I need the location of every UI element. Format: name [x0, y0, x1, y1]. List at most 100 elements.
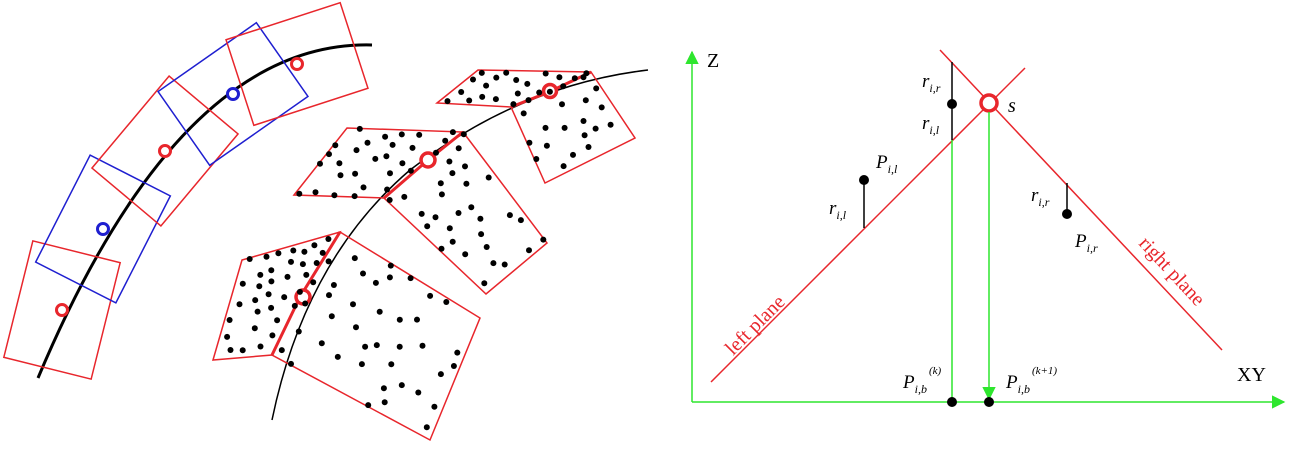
point-p-ir	[1062, 209, 1072, 219]
cloud-point-35	[376, 308, 383, 315]
intersection-point	[979, 93, 999, 113]
point-s-label: s	[1008, 95, 1016, 117]
patch-middle-center	[419, 151, 437, 169]
cloud-point-61	[358, 361, 365, 368]
cloud-point-6	[281, 294, 288, 301]
cloud-point-30	[269, 332, 276, 339]
cloud-point-31	[268, 267, 275, 274]
cloud-point-139	[458, 89, 465, 95]
right-panel: Z XY left plane right plane s ri,r ri,l …	[685, 49, 1286, 409]
cloud-point-22	[226, 317, 233, 323]
left-box-blue-1	[34, 154, 172, 304]
cloud-point-42	[387, 262, 394, 269]
cloud-point-117	[418, 210, 425, 217]
cloud-point-166	[593, 85, 600, 92]
cloud-point-49	[360, 270, 366, 277]
label-r-ir-top: ri,r	[922, 71, 941, 95]
cloud-point-104	[478, 231, 485, 238]
cloud-point-23	[239, 280, 246, 287]
node-blue-1	[96, 222, 110, 236]
cloud-point-47	[353, 324, 359, 331]
cloud-point-102	[490, 260, 497, 267]
cloud-point-33	[268, 278, 275, 285]
xy-axis-label: XY	[1237, 364, 1266, 386]
cloud-point-145	[470, 76, 476, 83]
cloud-point-88	[409, 144, 416, 151]
cloud-point-161	[526, 139, 533, 146]
cloud-point-64	[407, 275, 414, 282]
cloud-point-28	[311, 242, 318, 249]
cloud-point-168	[598, 104, 605, 111]
node-red-1	[55, 303, 69, 317]
cloud-point-66	[427, 292, 434, 299]
cloud-point-25	[303, 271, 310, 278]
cloud-point-27	[265, 291, 272, 298]
cloud-point-2	[313, 260, 320, 266]
cloud-point-7	[263, 253, 270, 260]
node-blue-2	[226, 87, 240, 101]
left-box-red-1	[2, 239, 122, 381]
cloud-point-109	[438, 245, 445, 252]
cloud-point-38	[330, 282, 337, 288]
cloud-point-15	[284, 273, 291, 280]
cloud-point-137	[524, 80, 531, 87]
cloud-point-154	[533, 156, 540, 162]
cloud-point-18	[268, 304, 275, 311]
cloud-point-43	[450, 363, 457, 369]
cloud-point-34	[380, 385, 387, 392]
cloud-point-85	[407, 167, 414, 174]
right-plane-label: right plane	[1134, 232, 1209, 310]
cloud-point-82	[387, 170, 393, 177]
cloud-point-13	[274, 317, 281, 324]
z-axis-label: Z	[707, 50, 719, 72]
cloud-point-24	[254, 308, 261, 315]
cloud-point-111	[506, 212, 513, 219]
left-panel	[2, 1, 373, 381]
cloud-point-69	[414, 316, 420, 323]
cloud-point-79	[384, 186, 391, 193]
cloud-point-41	[388, 361, 395, 368]
cloud-point-149	[503, 69, 510, 76]
cloud-point-56	[423, 424, 430, 431]
cloud-point-57	[310, 279, 317, 286]
cloud-point-124	[463, 180, 470, 187]
point-top	[947, 99, 957, 109]
cloud-point-118	[540, 236, 547, 243]
cloud-point-134	[536, 89, 543, 96]
point-p-il	[859, 175, 869, 185]
cloud-point-92	[312, 189, 319, 196]
cloud-point-87	[356, 125, 363, 132]
cloud-point-81	[331, 192, 338, 199]
cloud-point-101	[416, 131, 423, 138]
cloud-point-9	[275, 250, 282, 257]
cloud-point-107	[483, 244, 490, 250]
cloud-point-159	[560, 83, 567, 90]
cloud-point-126	[462, 251, 469, 258]
cloud-point-62	[373, 342, 380, 349]
cloud-point-51	[454, 349, 461, 356]
cloud-point-132	[492, 96, 499, 103]
left-box-blue-2	[156, 21, 310, 167]
cloud-point-127	[446, 225, 453, 232]
cloud-point-20	[257, 343, 264, 350]
cloud-point-0	[246, 256, 253, 262]
cloud-point-170	[543, 142, 550, 149]
label-r-il-top: ri,l	[922, 113, 940, 137]
cloud-point-128	[468, 204, 475, 211]
cloud-point-68	[302, 300, 309, 307]
cloud-point-108	[526, 247, 532, 254]
label-r-ir-right: ri,r	[1031, 185, 1050, 209]
cloud-point-32	[319, 249, 326, 256]
cloud-point-148	[479, 93, 486, 100]
label-p-ib-k1: Pi,b(k+1)	[1005, 365, 1057, 396]
cloud-point-158	[559, 101, 565, 108]
cloud-point-95	[398, 131, 405, 138]
patch-middle-right	[382, 130, 549, 296]
node-red-2	[158, 144, 172, 158]
cloud-point-58	[278, 347, 285, 354]
point-clouds	[224, 69, 614, 431]
cloud-point-12	[288, 258, 294, 265]
cloud-point-73	[381, 399, 388, 406]
cloud-point-130	[449, 170, 456, 177]
cloud-point-91	[317, 160, 323, 167]
